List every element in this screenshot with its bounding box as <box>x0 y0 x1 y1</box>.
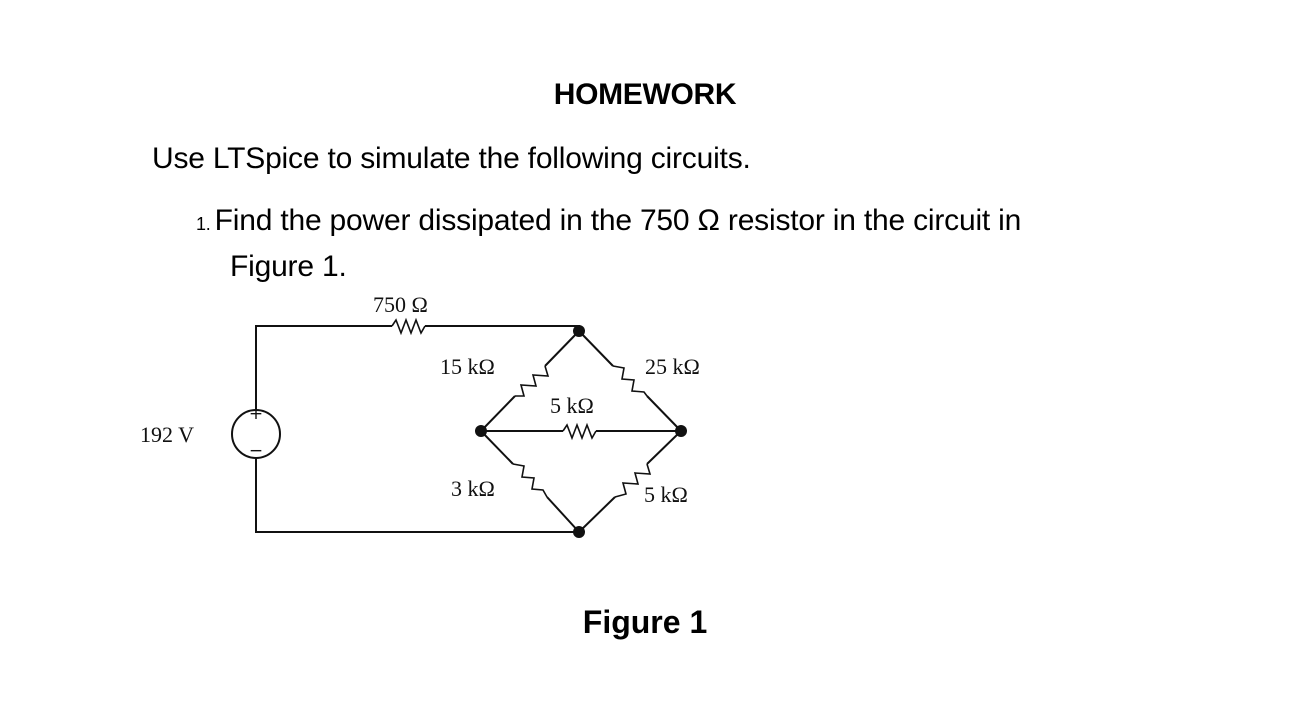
wire-3k-b <box>546 496 580 533</box>
page-title: HOMEWORK <box>553 78 737 111</box>
wire-25k-a <box>578 330 614 367</box>
resistor-3k <box>512 463 548 498</box>
wire-bottom <box>255 458 579 533</box>
plus-sign: + <box>249 404 263 424</box>
wire-3k-a <box>480 430 514 465</box>
wire-15k-a <box>544 330 580 367</box>
wire-top <box>255 325 392 410</box>
label-15k: 15 kΩ <box>440 354 495 379</box>
node-left <box>475 425 487 437</box>
problem-text: Find the power dissipated in the 750 Ω r… <box>214 204 1022 237</box>
wire-15k-b <box>480 395 516 432</box>
wire-25k-b <box>646 395 682 432</box>
label-750: 750 Ω <box>373 292 428 317</box>
resistor-25k <box>612 365 648 397</box>
resistor-5k-mid <box>562 422 597 441</box>
problem-number: 1. <box>196 214 211 234</box>
node-right <box>675 425 687 437</box>
figure-caption: Figure 1 <box>582 604 708 640</box>
label-192v: 192 V <box>140 422 194 447</box>
resistor-750 <box>391 317 426 336</box>
minus-sign: − <box>249 441 263 461</box>
label-5k-br: 5 kΩ <box>644 482 688 507</box>
wire-top-right <box>425 325 580 331</box>
problem-text-cont: Figure 1. <box>230 250 347 283</box>
problem-1: 1.Find the power dissipated in the 750 Ω… <box>196 204 1021 238</box>
intro-text: Use LTSpice to simulate the following ci… <box>152 142 751 175</box>
voltage-source <box>231 409 281 459</box>
node-bottom <box>573 526 585 538</box>
wire-5k-br-a <box>646 430 682 465</box>
resistor-15k <box>515 365 550 397</box>
label-5k-mid: 5 kΩ <box>550 393 594 418</box>
label-3k: 3 kΩ <box>451 476 495 501</box>
label-25k: 25 kΩ <box>645 354 700 379</box>
resistor-5k-br <box>614 463 652 498</box>
node-top <box>573 325 585 337</box>
wire-5k-br-b <box>578 496 616 533</box>
